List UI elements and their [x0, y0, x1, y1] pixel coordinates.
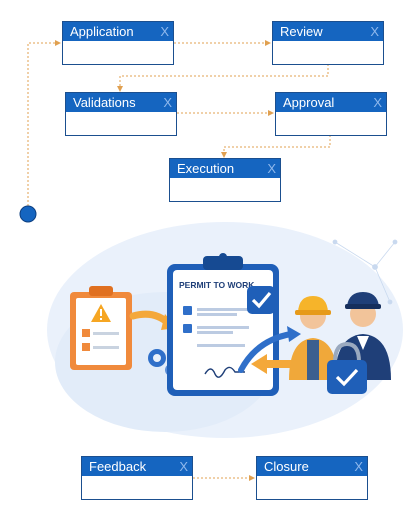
warning-clipboard	[70, 286, 132, 370]
node-label-validations: Validations	[73, 95, 136, 110]
node-application[interactable]: Application X	[62, 21, 174, 65]
close-icon[interactable]: X	[179, 459, 188, 474]
node-approval[interactable]: Approval X	[275, 92, 387, 136]
node-label-closure: Closure	[264, 459, 309, 474]
node-validations[interactable]: Validations X	[65, 92, 177, 136]
permit-clipboard: PERMIT TO WORK	[167, 253, 279, 396]
clipboard-title: PERMIT TO WORK	[179, 280, 255, 290]
node-review[interactable]: Review X	[272, 21, 384, 65]
signature-mark	[204, 366, 245, 378]
close-icon[interactable]: X	[354, 459, 363, 474]
node-label-review: Review	[280, 24, 323, 39]
node-label-feedback: Feedback	[89, 459, 147, 474]
connector-start-application	[27, 40, 61, 214]
check-badge-icon	[247, 286, 275, 314]
close-icon[interactable]: X	[267, 161, 276, 176]
connector-review-validations	[117, 64, 329, 92]
close-icon[interactable]: X	[163, 95, 172, 110]
network-decoration	[332, 239, 398, 305]
node-label-application: Application	[70, 24, 134, 39]
start-node-dot	[19, 205, 37, 223]
node-label-approval: Approval	[283, 95, 335, 110]
node-execution[interactable]: Execution X	[169, 158, 281, 202]
node-feedback[interactable]: Feedback X	[81, 456, 193, 500]
close-icon[interactable]: X	[373, 95, 382, 110]
permit-to-work-illustration: PERMIT TO WORK	[47, 222, 403, 438]
lock-icon	[327, 341, 367, 394]
connector-approval-execution	[221, 135, 331, 158]
return-arrow	[238, 331, 294, 373]
node-closure[interactable]: Closure X	[256, 456, 368, 500]
close-icon[interactable]: X	[370, 24, 379, 39]
close-icon[interactable]: X	[160, 24, 169, 39]
worker-hardhat	[289, 296, 337, 380]
node-label-execution: Execution	[177, 161, 235, 176]
